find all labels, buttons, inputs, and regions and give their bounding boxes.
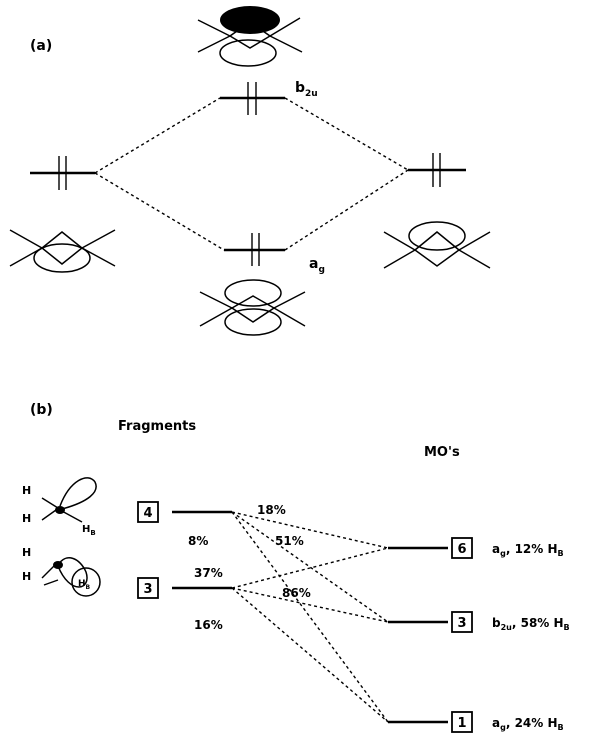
b2u-orbital-drawing	[197, 6, 303, 67]
panel-b-correlation-lines	[231, 511, 389, 723]
svg-text:6: 6	[457, 542, 466, 557]
svg-text:3: 3	[457, 616, 466, 631]
ag-orbital-drawing	[199, 279, 306, 336]
svg-text:b2u, 58% HB: b2u, 58% HB	[492, 616, 570, 632]
svg-text:H: H	[22, 570, 31, 583]
percent-label: 16%	[194, 618, 223, 632]
mo-1: 1 ag, 24% HB	[388, 711, 564, 733]
svg-text:H: H	[22, 484, 31, 497]
right-fragment-electron-arrows	[432, 153, 441, 187]
fragment-3-drawing: H H HB	[22, 546, 101, 597]
panel-a-correlation-lines	[94, 97, 409, 251]
b2u-electron-arrows	[247, 82, 257, 115]
fragment-orbital-4: 4	[137, 501, 232, 523]
percent-label: 86%	[282, 586, 311, 600]
svg-text:H: H	[22, 512, 31, 525]
left-fragment-electron-arrows	[58, 156, 67, 190]
panel-b-label: (b)	[30, 402, 53, 418]
fragment-4-drawing: H H HB	[22, 477, 97, 537]
svg-text:ag, 24% HB: ag, 24% HB	[492, 716, 564, 732]
ag-label: ag	[309, 256, 325, 275]
left-fragment-orbital-drawing	[9, 229, 116, 273]
svg-text:1: 1	[457, 716, 466, 731]
percent-label: 51%	[275, 534, 304, 548]
svg-text:4: 4	[143, 506, 152, 521]
svg-text:HB: HB	[82, 524, 96, 537]
panel-a-label: (a)	[30, 38, 52, 54]
svg-text:ag, 12% HB: ag, 12% HB	[492, 542, 564, 558]
b2u-label: b2u	[295, 80, 318, 99]
ag-electron-arrows	[251, 233, 260, 266]
percent-label: 37%	[194, 566, 223, 580]
mo-6: 6 ag, 12% HB	[388, 537, 564, 559]
svg-text:3: 3	[143, 582, 152, 597]
fragment-orbital-3: 3	[137, 577, 232, 599]
mos-header: MO's	[424, 445, 460, 460]
right-fragment-orbital-drawing	[383, 221, 491, 269]
mo-3: 3 b2u, 58% HB	[388, 611, 570, 633]
svg-text:H: H	[22, 546, 31, 559]
fragments-header: Fragments	[118, 419, 196, 434]
svg-text:HB: HB	[78, 579, 91, 591]
percent-label: 8%	[188, 534, 208, 548]
percent-label: 18%	[257, 503, 286, 517]
